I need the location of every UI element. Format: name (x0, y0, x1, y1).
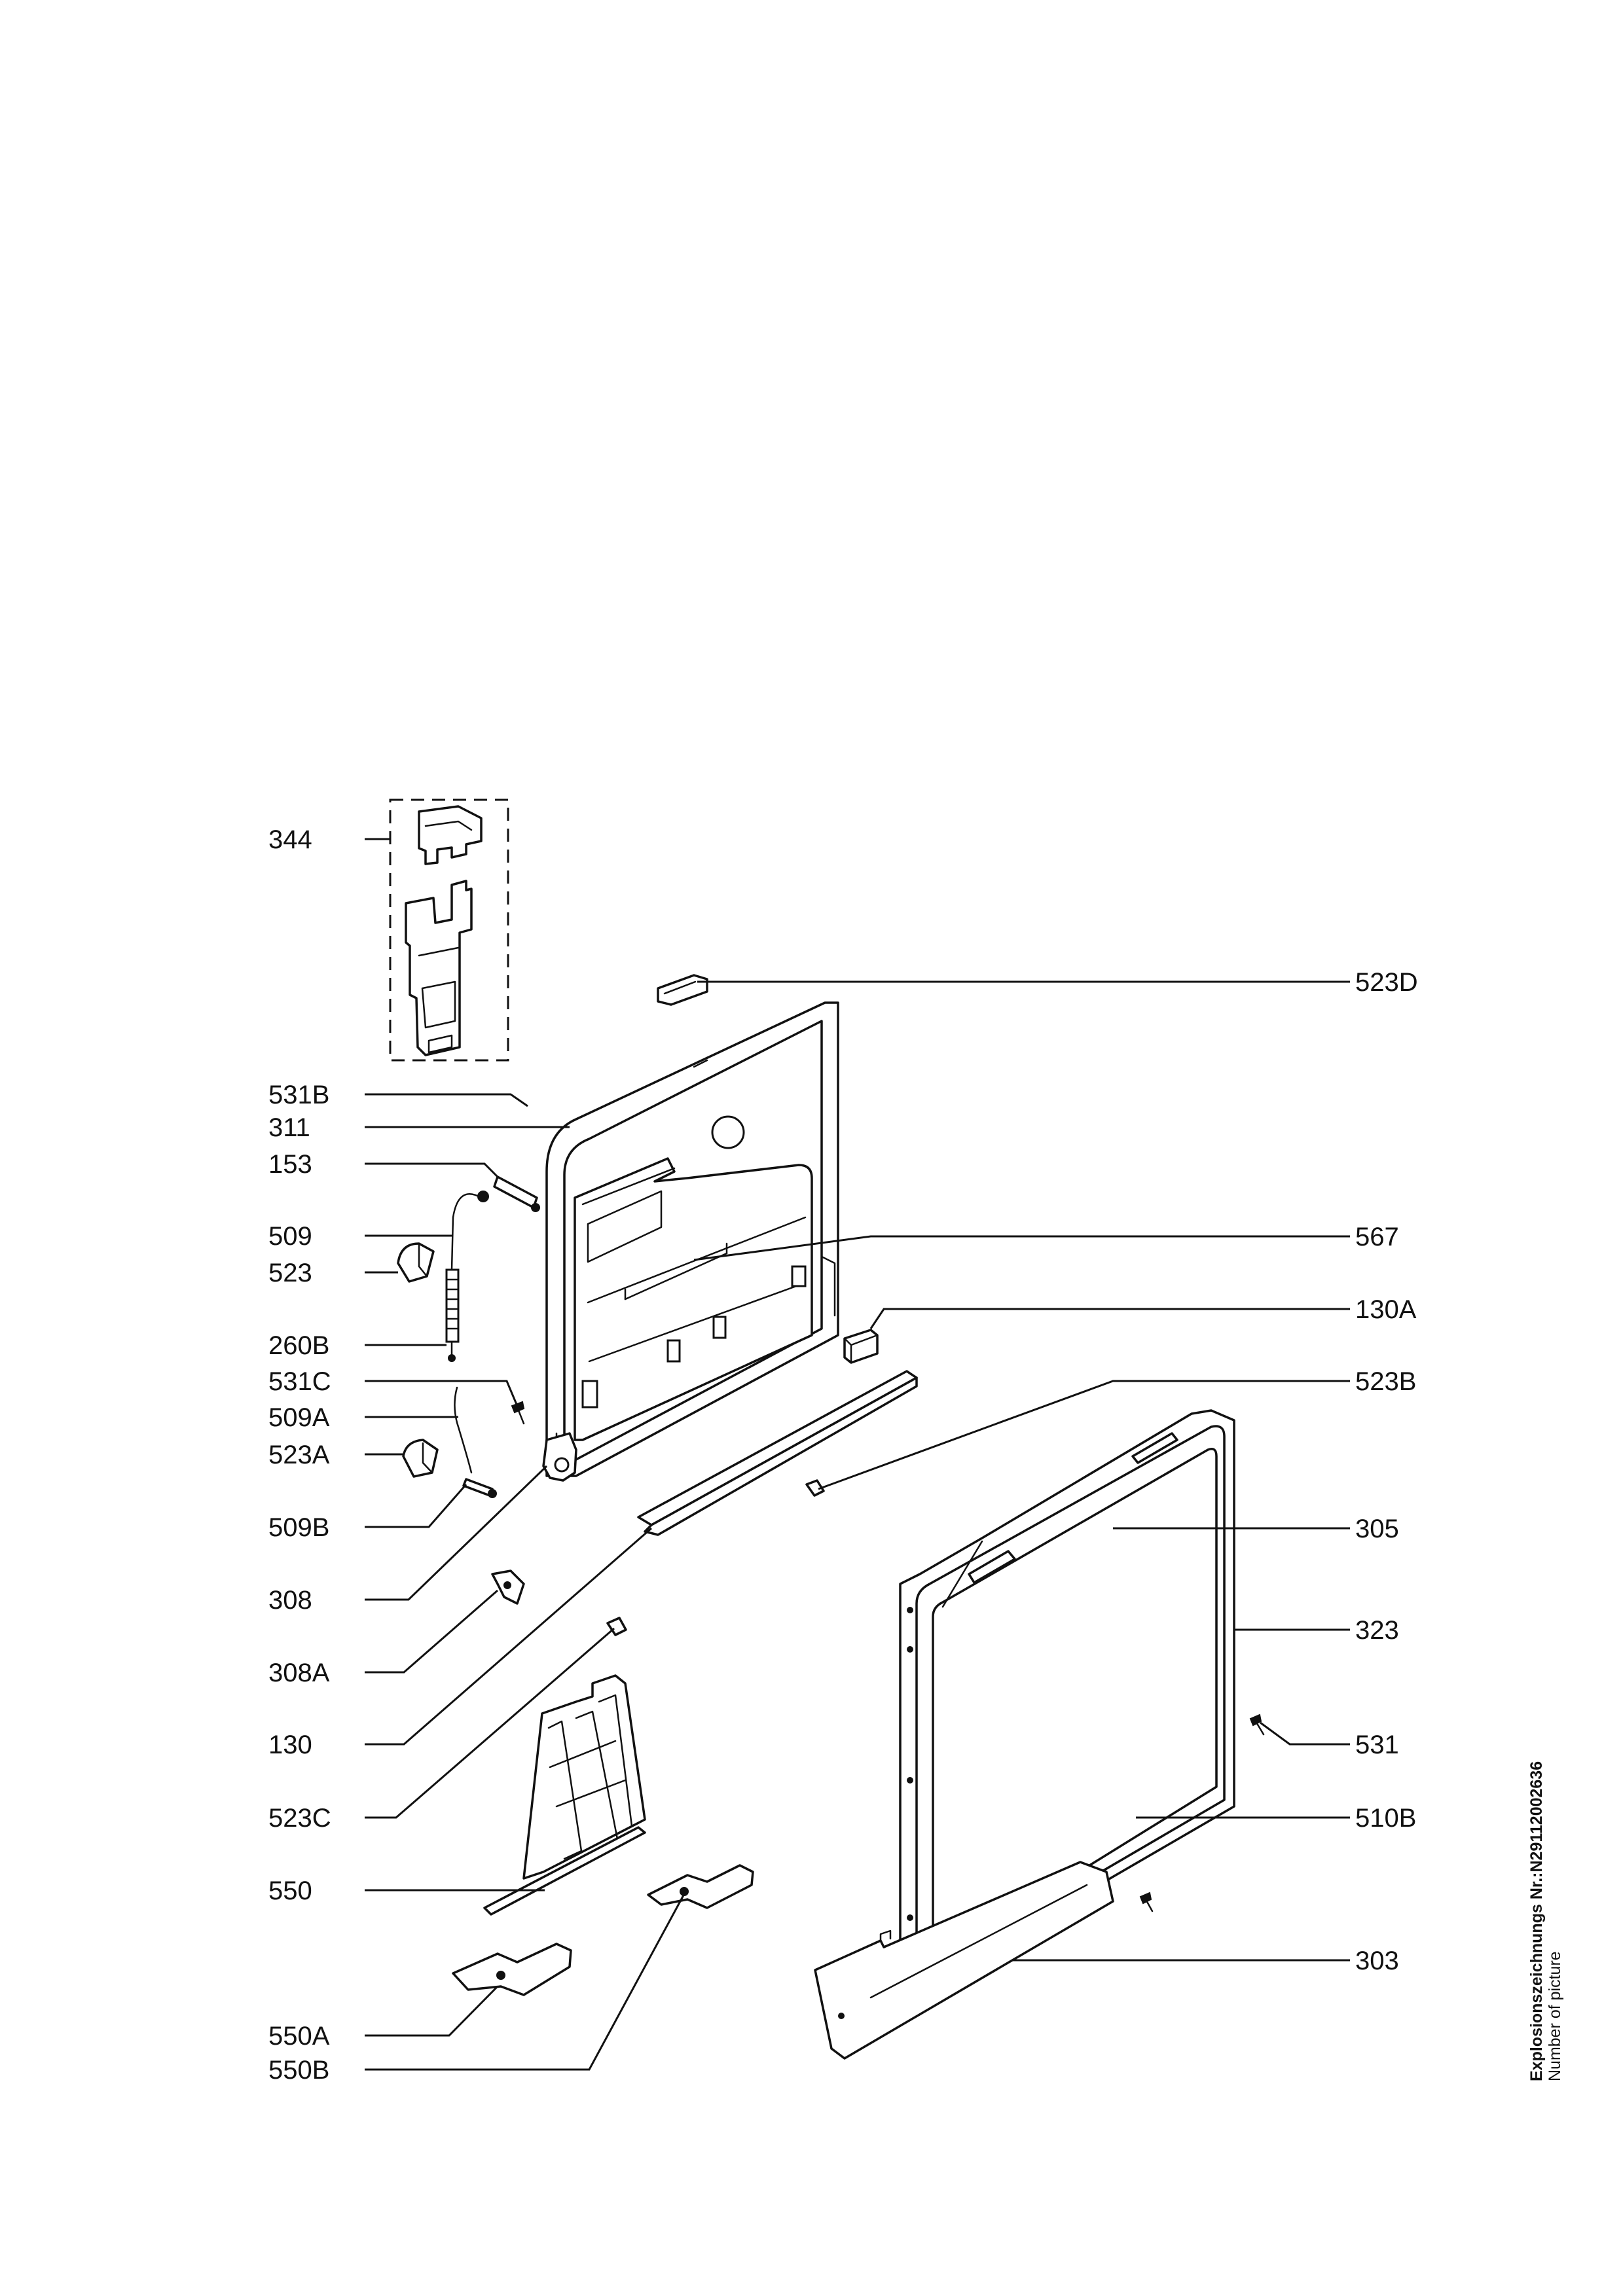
drawing-number-value: N2911200​2636 (1527, 1761, 1546, 1873)
label-523B: 523B (1355, 1367, 1416, 1396)
part-550-plinth (483, 1674, 646, 1916)
drawing-number-block: Explosionszeichnungs Nr.:N2911200​2636 N… (1527, 1761, 1564, 2081)
svg-text:Explosionszeichnungs Nr.:N2911: Explosionszeichnungs Nr.:N2911200​2636 (1527, 1761, 1546, 2081)
labels-right: 523D 567 130A 523B 305 323 531 510B 303 (1355, 968, 1418, 1975)
label-311: 311 (268, 1113, 310, 1142)
label-567: 567 (1355, 1223, 1399, 1251)
label-531: 531 (1355, 1731, 1399, 1759)
part-509A-cable (454, 1386, 473, 1474)
part-531-screw (1249, 1713, 1265, 1736)
label-305: 305 (1355, 1515, 1399, 1543)
label-303: 303 (1355, 1946, 1399, 1975)
part-311-inner-door (542, 1001, 839, 1482)
part-308A (491, 1570, 525, 1605)
part-509-cable (445, 1191, 489, 1362)
drawing-number-label: Explosionszeichnungs Nr.: (1527, 1873, 1546, 2082)
label-509A: 509A (268, 1403, 330, 1432)
label-308: 308 (268, 1586, 312, 1615)
part-344-kit (389, 798, 509, 1062)
label-130: 130 (268, 1731, 312, 1759)
part-523D-clip (657, 974, 708, 1006)
label-523C: 523C (268, 1804, 331, 1833)
part-531C-screw (511, 1401, 525, 1425)
drawing-number-sublabel: Number of picture (1546, 1951, 1564, 2081)
label-550A: 550A (268, 2022, 330, 2051)
label-523D: 523D (1355, 968, 1418, 997)
part-523A-wheel (402, 1439, 439, 1478)
label-531C: 531C (268, 1367, 331, 1396)
label-550: 550 (268, 1876, 312, 1905)
part-130A (843, 1329, 879, 1364)
part-509B-pin (462, 1478, 497, 1498)
label-509: 509 (268, 1222, 312, 1251)
label-344: 344 (268, 825, 312, 854)
part-523C-clip (606, 1617, 627, 1636)
leader-lines (365, 838, 1350, 2071)
label-323: 323 (1355, 1616, 1399, 1645)
label-260B: 260B (268, 1331, 329, 1360)
label-153: 153 (268, 1150, 312, 1179)
label-130A: 130A (1355, 1295, 1417, 1324)
part-130-rail (637, 1370, 918, 1536)
part-323-outer-door (899, 1409, 1235, 1984)
part-550B-foot (647, 1864, 754, 1909)
label-523: 523 (268, 1259, 312, 1287)
label-550B: 550B (268, 2056, 329, 2085)
label-523A: 523A (268, 1441, 330, 1469)
label-308A: 308A (268, 1659, 330, 1687)
part-550A-foot (452, 1943, 572, 1996)
part-523-wheel (397, 1242, 435, 1283)
part-303-trim (814, 1861, 1114, 2060)
part-523B-clip (805, 1479, 825, 1497)
label-509B: 509B (268, 1513, 329, 1542)
label-531B: 531B (268, 1081, 329, 1109)
part-153 (493, 1175, 540, 1212)
part-screw-small (1139, 1892, 1154, 1912)
labels-left: 344 531B 311 153 509 523 260B 531C 509A … (268, 825, 331, 2085)
label-510B: 510B (1355, 1804, 1416, 1833)
